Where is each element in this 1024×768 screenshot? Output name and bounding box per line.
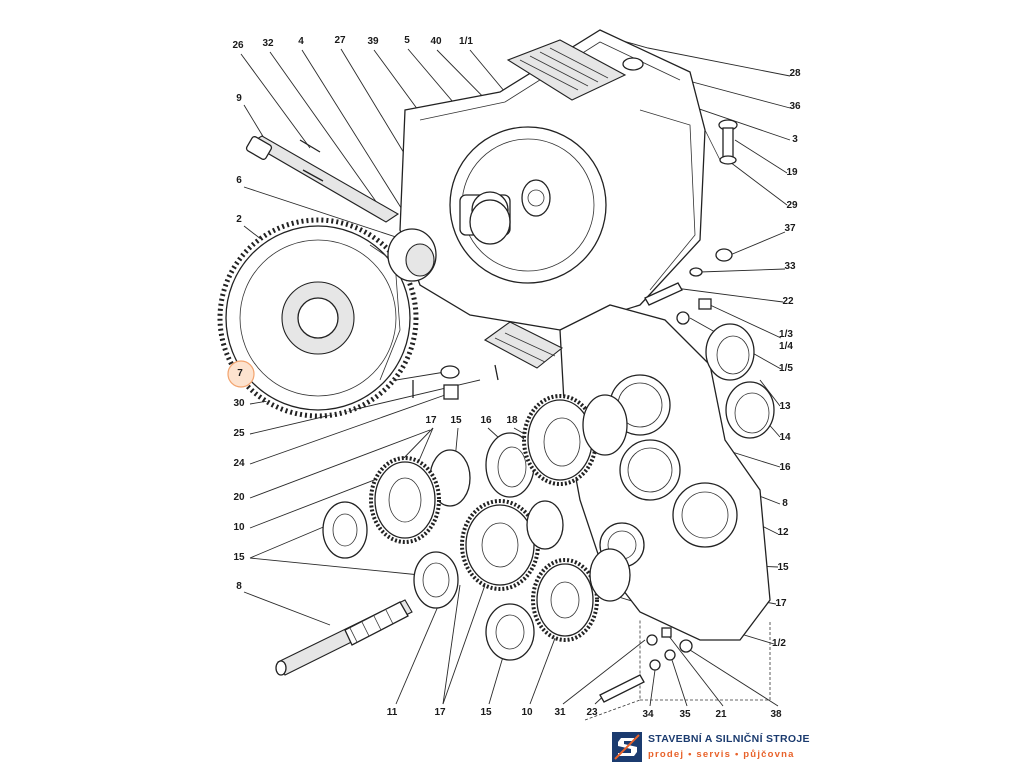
part-label-28: 28	[789, 68, 801, 79]
part-label-31: 31	[554, 707, 566, 718]
part-label-14: 14	[779, 432, 791, 443]
part-label-18: 18	[506, 415, 518, 426]
part-label-3: 3	[792, 134, 798, 145]
part-label-13: 13	[779, 401, 791, 412]
part-label-22: 22	[782, 296, 794, 307]
part-label-29: 29	[786, 200, 798, 211]
part-label-37: 37	[784, 223, 796, 234]
part-label-10a: 10	[233, 522, 245, 533]
part-label-4: 4	[298, 36, 304, 47]
part-label-2: 2	[236, 214, 242, 225]
part-label-1-1: 1/1	[459, 36, 473, 47]
logo-name: STAVEBNÍ A SILNIČNÍ STROJE	[648, 733, 810, 745]
part-label-36: 36	[789, 101, 801, 112]
part-label-38: 38	[770, 709, 782, 720]
gear-group-lower	[485, 548, 631, 661]
part-label-15c: 15	[450, 415, 462, 426]
part-label-27: 27	[334, 35, 346, 46]
part-label-5: 5	[404, 35, 410, 46]
part-label-16b: 16	[480, 415, 492, 426]
part-label-35: 35	[679, 709, 691, 720]
part-label-12: 12	[777, 527, 789, 538]
gear-group-middle	[413, 499, 564, 609]
seal-rings	[705, 323, 775, 439]
housing-cover-plate	[506, 39, 627, 101]
part-label-8a: 8	[236, 581, 242, 592]
part-label-15a: 15	[233, 552, 245, 563]
part-label-8b: 8	[782, 498, 788, 509]
shafts-upper	[245, 135, 511, 282]
part-label-16a: 16	[779, 462, 791, 473]
fittings-bottom	[599, 627, 693, 703]
part-label-1-4: 1/4	[779, 341, 793, 352]
part-label-34: 34	[642, 709, 654, 720]
part-label-40: 40	[430, 36, 442, 47]
part-label-17b: 17	[425, 415, 437, 426]
part-label-19: 19	[786, 167, 798, 178]
part-label-25: 25	[233, 428, 245, 439]
part-label-11: 11	[387, 707, 398, 718]
part-label-1-3: 1/3	[779, 329, 793, 340]
gear-group-left	[322, 449, 471, 559]
fittings-right	[644, 119, 738, 325]
part-label-33: 33	[784, 261, 796, 272]
gearbox-housing	[399, 29, 721, 331]
bolts-left	[412, 364, 499, 400]
part-label-20: 20	[233, 492, 245, 503]
part-label-39: 39	[367, 36, 379, 47]
logo-tagline: prodej • servis • půjčovna	[648, 749, 795, 760]
small-cover	[483, 321, 564, 369]
company-logo: STAVEBNÍ A SILNIČNÍ STROJE prodej • serv…	[612, 732, 832, 762]
part-label-26a: 26	[232, 40, 244, 51]
part-label-17a: 17	[775, 598, 787, 609]
part-label-17c: 17	[434, 707, 446, 718]
part-label-10b: 10	[521, 707, 533, 718]
part-label-24: 24	[233, 458, 245, 469]
part-label-1-2: 1/2	[772, 638, 786, 649]
part-label-7: 7	[237, 368, 243, 379]
part-label-15b: 15	[777, 562, 789, 573]
highlight-marker	[227, 360, 255, 388]
flywheel	[217, 217, 419, 419]
part-label-15d: 15	[480, 707, 492, 718]
part-label-30: 30	[233, 398, 245, 409]
gear-group-upper	[485, 394, 628, 498]
part-label-1-5: 1/5	[779, 363, 793, 374]
part-label-32: 32	[262, 38, 274, 49]
part-label-6: 6	[236, 175, 242, 186]
part-label-21: 21	[715, 709, 727, 720]
logo-s-icon	[612, 732, 642, 762]
part-label-23: 23	[586, 707, 598, 718]
main-shaft	[275, 599, 413, 676]
part-label-9: 9	[236, 93, 242, 104]
